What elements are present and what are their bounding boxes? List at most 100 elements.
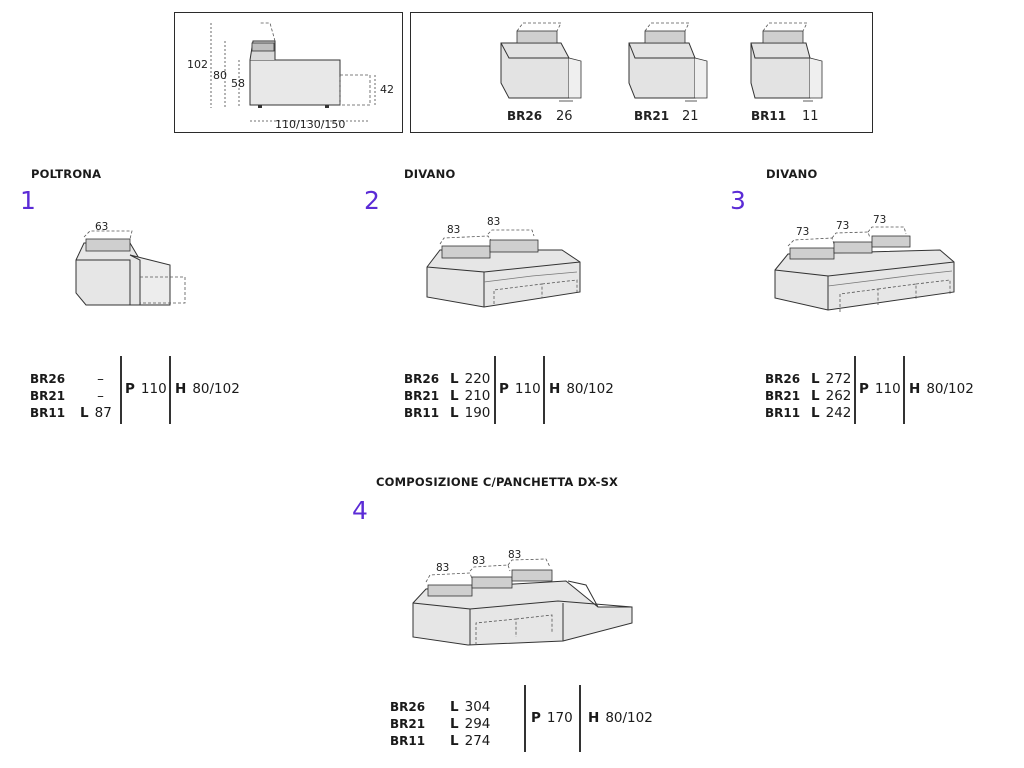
arm-br21-drawing: [628, 22, 708, 102]
length-row: L 304: [450, 699, 490, 716]
length-row: L 220: [450, 371, 490, 388]
arm-width-1: 26: [556, 109, 573, 124]
length-value: 87: [94, 405, 112, 421]
item-2-seat-width-1: 83: [447, 224, 460, 236]
length-label: L: [811, 371, 820, 387]
length-row: L 242: [811, 405, 851, 422]
length-row: L 294: [450, 716, 490, 733]
depth-value: 110: [514, 381, 541, 397]
code: BR21: [30, 389, 66, 403]
height-value: 80/102: [605, 710, 653, 726]
item-1-codes: BR26 BR21 BR11: [30, 371, 65, 422]
dim-ext-height: 42: [380, 83, 394, 96]
length-value: 190: [464, 405, 491, 421]
item-1-seat-width: 63: [95, 221, 108, 233]
code: BR21: [765, 389, 801, 403]
dim-total-height: 102: [187, 58, 208, 71]
item-4-seat-width-3: 83: [508, 549, 521, 561]
depth-label: P: [531, 710, 541, 726]
separator: [169, 356, 171, 424]
arm-br11-drawing: [750, 22, 823, 102]
item-4-title: COMPOSIZIONE C/PANCHETTA DX-SX: [376, 475, 619, 489]
length-label: L: [450, 716, 459, 732]
length-label: L: [450, 388, 459, 404]
dim-seat-height: 58: [231, 77, 245, 90]
code: BR11: [390, 734, 426, 748]
length-label: L: [450, 371, 459, 387]
separator: [579, 685, 581, 752]
separator: [903, 356, 905, 424]
item-1-drawing: 63: [75, 221, 186, 306]
length-value: 304: [464, 699, 491, 715]
code: BR11: [765, 406, 801, 420]
item-3-codes: BR26 BR21 BR11: [765, 371, 800, 422]
depth-label: P: [125, 381, 135, 397]
depth-value: 110: [140, 381, 167, 397]
length-row: L 210: [450, 388, 490, 405]
length-value: –: [97, 388, 104, 404]
length-value: 210: [464, 388, 491, 404]
side-view-drawing: 102 80 58 42 110/130/150: [187, 22, 394, 131]
length-label: L: [811, 405, 820, 421]
height-value: 80/102: [926, 381, 974, 397]
item-1-title: POLTRONA: [31, 167, 102, 181]
item-4-seat-width-2: 83: [472, 555, 485, 567]
height-label: H: [909, 381, 921, 397]
length-value: 220: [464, 371, 491, 387]
item-3-drawing: 73 73 73: [774, 214, 955, 312]
length-value: –: [97, 371, 104, 387]
separator: [120, 356, 122, 424]
arm-code-1: BR26: [507, 109, 542, 123]
depth-value: 110: [874, 381, 901, 397]
height-label: H: [549, 381, 561, 397]
item-4-depth: P 170: [531, 710, 573, 726]
arm-width-3: 11: [802, 109, 819, 124]
item-4-drawing: 83 83 83: [412, 549, 633, 646]
item-3-number: 3: [730, 186, 746, 215]
arm-types-box: BR26 26 BR21 21 BR11 11: [410, 12, 873, 133]
item-2-seat-width-2: 83: [487, 216, 500, 228]
length-label: L: [450, 405, 459, 421]
depth-value: 170: [546, 710, 573, 726]
length-row: L 87: [80, 405, 112, 422]
separator: [854, 356, 856, 424]
item-2-codes: BR26 BR21 BR11: [404, 371, 439, 422]
arm-code-2: BR21: [634, 109, 669, 123]
length-value: 272: [825, 371, 852, 387]
length-label: L: [450, 699, 459, 715]
arm-width-2: 21: [682, 109, 699, 124]
item-1-spec: BR26 BR21 BR11 – – L 87 P 110 H 80/102: [30, 356, 270, 426]
item-2-drawing: 83 83: [426, 216, 581, 308]
height-value: 80/102: [192, 381, 240, 397]
length-value: 274: [464, 733, 491, 749]
code: BR11: [30, 406, 66, 420]
length-label: L: [80, 405, 89, 421]
side-view-box: 102 80 58 42 110/130/150: [174, 12, 403, 133]
length-row: –: [80, 388, 112, 405]
item-2-title: DIVANO: [404, 167, 456, 181]
code: BR11: [404, 406, 440, 420]
item-1-lengths: – – L 87: [80, 371, 112, 422]
height-label: H: [175, 381, 187, 397]
height-value: 80/102: [566, 381, 614, 397]
length-row: –: [80, 371, 112, 388]
arm-types-drawing: BR26 26 BR21 21 BR11 11: [500, 22, 823, 124]
item-3-title: DIVANO: [766, 167, 818, 181]
item-3-seat-width-2: 73: [836, 220, 849, 232]
code: BR26: [765, 372, 801, 386]
code: BR21: [404, 389, 440, 403]
item-4-codes: BR26 BR21 BR11: [390, 699, 425, 750]
item-4-seat-width-1: 83: [436, 562, 449, 574]
depth-label: P: [859, 381, 869, 397]
length-value: 294: [464, 716, 491, 732]
length-value: 242: [825, 405, 852, 421]
code: BR26: [404, 372, 440, 386]
length-row: L 190: [450, 405, 490, 422]
